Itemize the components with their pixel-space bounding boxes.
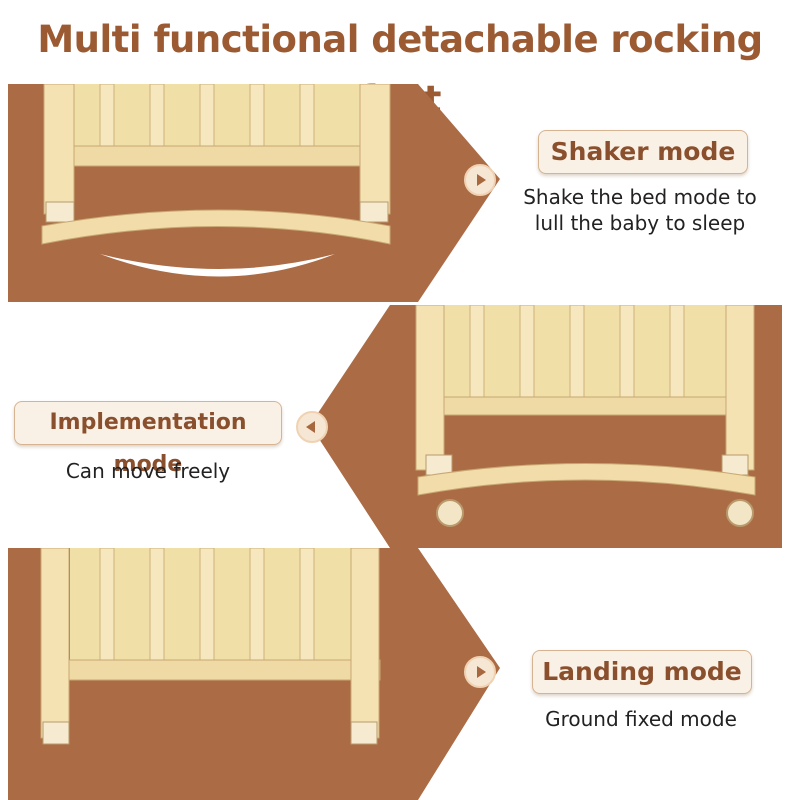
landing-mode-description: Ground fixed mode	[545, 707, 737, 731]
play-left-icon	[296, 411, 328, 443]
implementation-mode-panel: Implementation mode Can move freely	[0, 305, 800, 550]
page-title: Multi functional detachable rocking feet	[37, 18, 763, 121]
shaker-mode-description: Shake the bed mode to lull the baby to s…	[523, 185, 757, 235]
landing-mode-label: Landing mode	[532, 650, 752, 694]
shaker-mode-label: Shaker mode	[538, 130, 748, 174]
crib-landing-feet-image	[40, 548, 381, 745]
crib-rocking-feet-image	[41, 84, 391, 277]
play-right-icon	[464, 656, 496, 688]
implementation-mode-label: Implementation mode	[14, 401, 282, 477]
play-right-icon	[464, 164, 496, 196]
implementation-mode-description: Can move freely	[65, 459, 231, 483]
landing-mode-panel: Landing mode Ground fixed mode	[0, 548, 800, 800]
shaker-mode-panel: Shaker mode Shake the bed mode to lull t…	[0, 84, 800, 304]
crib-wheels-image	[415, 305, 756, 527]
